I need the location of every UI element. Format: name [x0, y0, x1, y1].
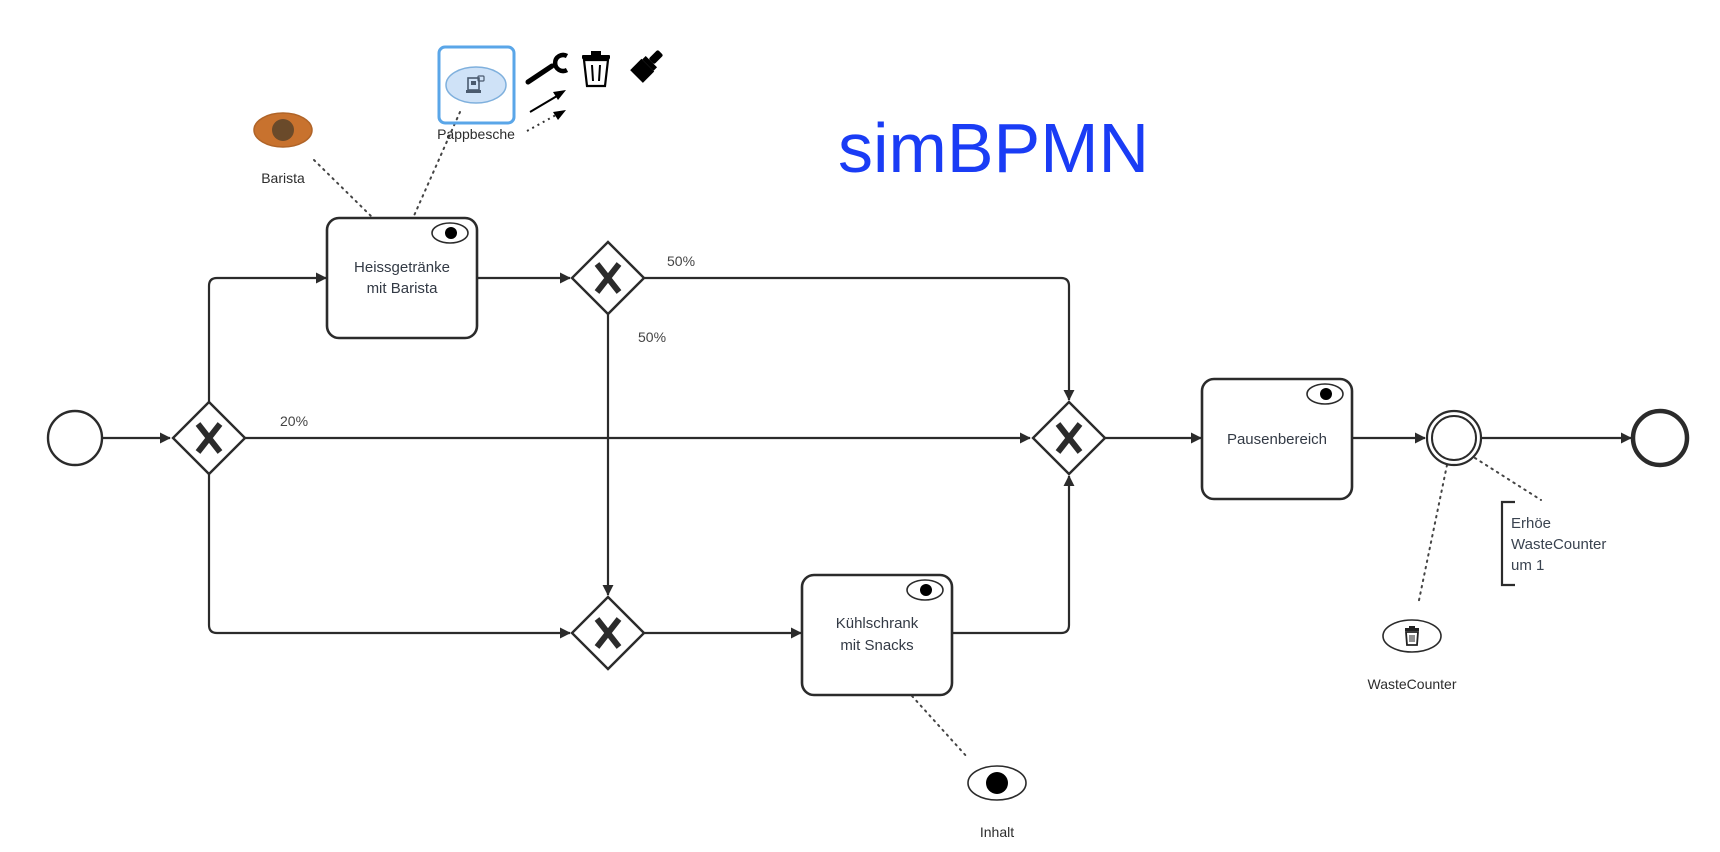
resource-wastecounter[interactable]: WasteCounter — [1368, 619, 1457, 692]
association-barista — [313, 159, 374, 219]
annotation-line-2: WasteCounter — [1511, 536, 1606, 553]
resource-pappbecher[interactable]: Pappbesche — [437, 45, 516, 142]
trash-icon[interactable] — [582, 51, 610, 88]
association-wastecounter — [1417, 464, 1448, 606]
end-event[interactable] — [1630, 408, 1690, 468]
flow-label-direct-break: 20% — [280, 413, 308, 429]
task-label-line-2: mit Snacks — [840, 637, 913, 654]
sequence-flows — [102, 272, 1632, 639]
flow-label-drinks-to-fridge: 50% — [638, 329, 666, 345]
start-event[interactable] — [46, 409, 104, 467]
association-pappbecher — [412, 111, 461, 219]
flow-drinks-to-merge-main[interactable] — [644, 276, 1075, 401]
flow-label-drinks-to-break: 50% — [667, 253, 695, 269]
gateway-merge-lower[interactable] — [570, 595, 646, 671]
annotation-line-1: Erhöe — [1511, 515, 1551, 532]
resource-inhalt[interactable]: Inhalt — [967, 765, 1027, 840]
flow-split-to-heissgetraenke[interactable] — [207, 272, 327, 402]
task-label: Pausenbereich — [1227, 431, 1327, 448]
eye-icon — [1306, 383, 1344, 405]
eye-icon — [431, 222, 469, 244]
context-pad — [525, 46, 667, 132]
exclusive-x-icon — [1055, 422, 1083, 454]
flow-split-to-merge-lower[interactable] — [207, 474, 571, 639]
resource-barista[interactable]: Barista — [253, 112, 313, 186]
resource-label: Pappbesche — [437, 126, 515, 142]
resource-label: Barista — [261, 170, 305, 186]
intermediate-event[interactable] — [1425, 409, 1483, 467]
app-title: simBPMN — [838, 109, 1149, 187]
task-pausenbereich[interactable]: Pausenbereich — [1200, 377, 1354, 501]
text-annotation[interactable]: Erhöe WasteCounter um 1 — [1500, 500, 1606, 587]
wrench-icon[interactable] — [525, 52, 569, 85]
eye-icon — [906, 579, 944, 601]
exclusive-x-icon — [195, 422, 223, 454]
cup-dispenser-icon — [466, 75, 485, 93]
association-annotation — [1474, 457, 1542, 501]
gateway-merge-main[interactable] — [1031, 400, 1107, 476]
paintbrush-icon[interactable] — [630, 46, 667, 83]
flow-kuehlschrank-to-merge-main[interactable] — [951, 475, 1075, 635]
task-label-line-1: Kühlschrank — [836, 615, 919, 632]
associations — [313, 111, 1542, 759]
resource-label: Inhalt — [980, 824, 1014, 840]
task-label-line-1: Heissgetränke — [354, 259, 450, 276]
connect-arrow-icon[interactable] — [526, 90, 566, 132]
exclusive-x-icon — [594, 262, 622, 294]
task-label-line-2: mit Barista — [367, 280, 439, 297]
annotation-line-3: um 1 — [1511, 557, 1544, 574]
gateway-split-main[interactable] — [171, 400, 247, 476]
exclusive-x-icon — [594, 617, 622, 649]
task-heissgetraenke[interactable]: Heissgetränke mit Barista — [325, 216, 479, 340]
selection-outline — [437, 45, 516, 125]
association-inhalt — [911, 695, 969, 759]
gateway-split-drinks[interactable] — [570, 240, 646, 316]
resource-label: WasteCounter — [1368, 676, 1457, 692]
trash-icon — [1405, 626, 1419, 646]
task-kuehlschrank[interactable]: Kühlschrank mit Snacks — [800, 573, 954, 697]
